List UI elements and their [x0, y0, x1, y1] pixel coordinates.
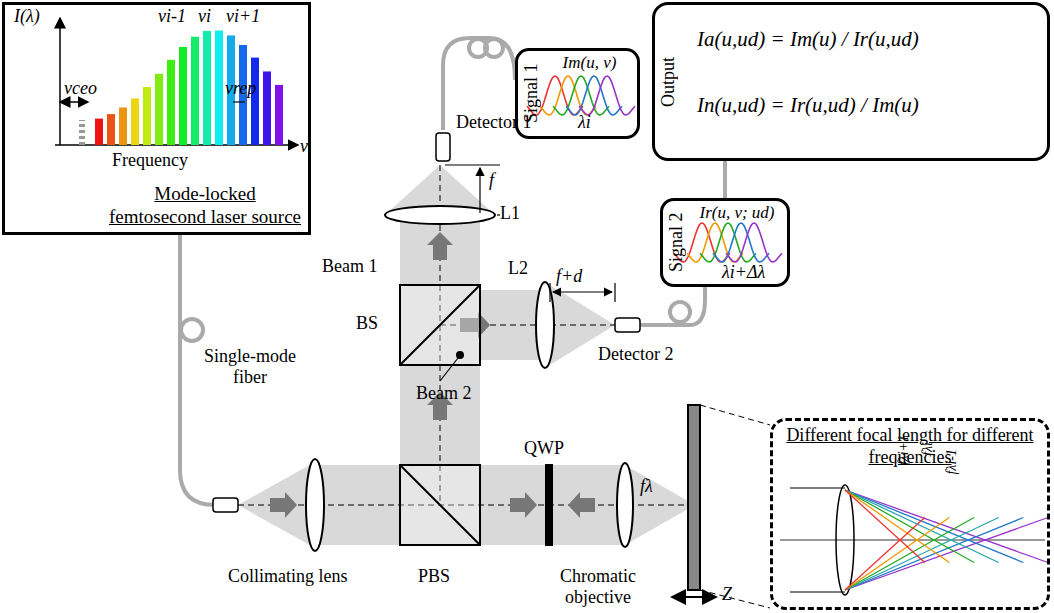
math-label: fλi+1 [896, 435, 912, 465]
laser-box: Mode-locked femtosecond laser source [2, 2, 311, 235]
part-label: Single-mode fiber [200, 346, 300, 387]
math-label: v [300, 136, 308, 157]
comb-line [95, 119, 103, 145]
fiber-link [723, 161, 727, 198]
part-label: PBS [418, 566, 450, 587]
math-label: vi [198, 6, 211, 27]
signal-name: Im(u, v) [546, 53, 633, 73]
node-title: Output [658, 5, 679, 158]
part-label: Detector 1 [456, 112, 531, 133]
part-label: BS [356, 313, 378, 334]
math-label: f [489, 170, 494, 191]
node-title: Signal 2 [666, 201, 687, 284]
part-label: L1 [500, 203, 520, 224]
comb-line [275, 85, 283, 145]
math-label: fλi [920, 442, 936, 456]
math-label: fλi-1 [944, 449, 960, 475]
comb-line [263, 71, 271, 145]
part-label: Collimating lens [228, 566, 348, 587]
part-label: Frequency [112, 150, 188, 171]
math-label: fλ [640, 476, 653, 497]
formula: In(u,ud) = Ir(u,ud) / Im(u) [697, 93, 919, 118]
math-label: vrep [225, 78, 256, 99]
comb-line [131, 98, 139, 145]
comb-line [191, 37, 199, 145]
math-label: λi+Δλ [722, 262, 765, 283]
comb-line [251, 58, 259, 145]
comb-line [215, 30, 223, 145]
part-label: Detector 2 [598, 344, 673, 365]
part-label: L2 [508, 258, 528, 279]
comb-line [119, 107, 127, 145]
math-label: λi [578, 112, 591, 133]
part-label: Chromatic objective [548, 566, 648, 607]
math-label: f+d [556, 266, 582, 287]
output-box: Output Ia(u,ud) = Im(u) / Ir(u,ud) In(u,ud… [652, 2, 1050, 161]
formula: Ia(u,ud) = Im(u) / Ir(u,ud) [697, 27, 919, 52]
comb-line [143, 87, 151, 145]
comb-line [155, 74, 163, 145]
math-label: I(λ) [14, 6, 40, 27]
part-label: Beam 1 [322, 256, 378, 277]
comb-line [107, 114, 115, 145]
comb-line [179, 47, 187, 145]
part-label: Beam 2 [416, 383, 472, 404]
part-label: QWP [524, 438, 564, 459]
comb-line [203, 31, 211, 145]
comb-line [167, 60, 175, 145]
math-label: Z [722, 584, 732, 605]
node-title: Mode-locked femtosecond laser source [105, 183, 305, 229]
math-label: vi+1 [226, 6, 260, 27]
math-label: vceo [64, 78, 97, 99]
signal-box: Signal 1Im(u, v) [515, 48, 640, 139]
math-label: vi-1 [158, 6, 186, 27]
signal-name: Ir(u, v; ud) [691, 203, 783, 223]
